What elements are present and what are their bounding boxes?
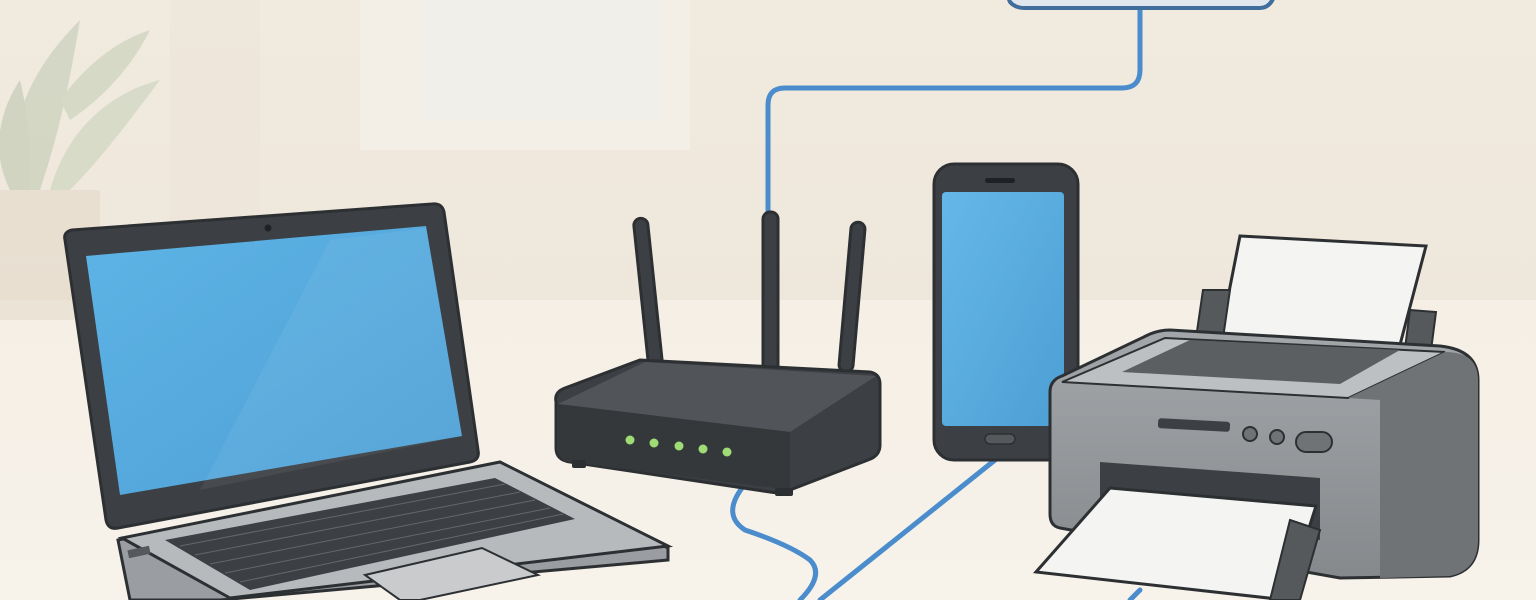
network-cables bbox=[730, 0, 1143, 600]
phone-home-button bbox=[984, 433, 1016, 445]
laptop bbox=[63, 202, 674, 600]
printer-button-3 bbox=[1295, 431, 1333, 453]
smartphone bbox=[932, 162, 1080, 462]
printer-button-1 bbox=[1242, 426, 1258, 442]
modem bbox=[1007, 0, 1275, 10]
laptop-screen bbox=[86, 226, 462, 495]
phone-screen bbox=[942, 192, 1064, 426]
wifi-router bbox=[554, 210, 882, 496]
printer-paper-out bbox=[1032, 486, 1318, 600]
webcam-icon bbox=[264, 224, 272, 232]
keyboard-keys bbox=[179, 483, 564, 583]
router-status-leds bbox=[625, 435, 732, 457]
printer-button-2 bbox=[1269, 429, 1285, 445]
printer bbox=[1032, 234, 1480, 600]
